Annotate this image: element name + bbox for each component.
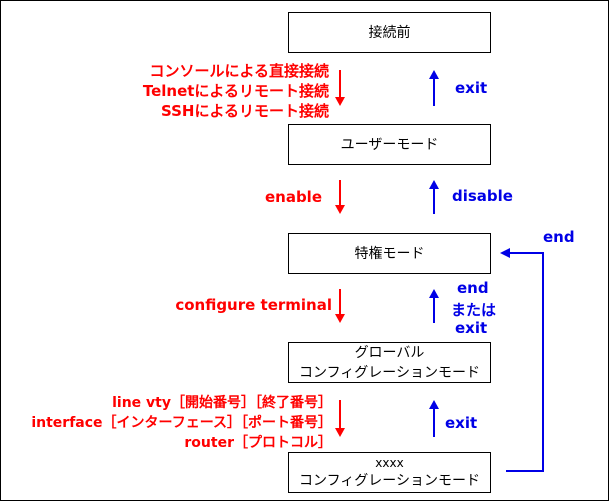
arrow-up-from-global (429, 289, 439, 323)
box-user-mode: ユーザーモード (288, 124, 491, 165)
label-exit-global: exit (455, 319, 488, 337)
box-global-config-line2: コンフィグレーションモード (298, 364, 481, 381)
label-disable: disable (452, 187, 513, 205)
arrow-down-to-privileged (335, 180, 345, 214)
box-global-config-line1: グローバル (354, 344, 425, 361)
box-xxxx-config-line1: xxxx (375, 455, 404, 470)
label-to-xxxx-1: line vty［開始番号］［終了番号］ (112, 395, 332, 411)
box-privileged-mode: 特権モード (288, 233, 491, 274)
box-xxxx-config-line2: コンフィグレーションモード (298, 472, 481, 489)
arrow-down-to-xxxx (335, 400, 345, 437)
label-exit-xxxx: exit (445, 414, 478, 432)
label-to-user-1: コンソールによる直接接続 (149, 62, 329, 80)
box-user-mode-label: ユーザーモード (340, 136, 439, 153)
arrow-up-from-xxxx (429, 400, 439, 437)
label-or-global: または (451, 301, 497, 319)
label-to-user-2: Telnetによるリモート接続 (142, 82, 329, 100)
arrow-up-from-privileged (429, 180, 439, 214)
label-enable: enable (264, 188, 322, 206)
box-pre-connect: 接続前 (288, 12, 491, 53)
box-privileged-mode-label: 特権モード (354, 245, 425, 262)
label-to-user-3: SSHによるリモート接続 (160, 102, 329, 120)
box-pre-connect-label: 接続前 (368, 24, 411, 41)
arrow-end-loop (500, 248, 544, 472)
arrow-up-from-user (429, 70, 439, 106)
box-global-config: グローバル コンフィグレーションモード (288, 342, 491, 383)
box-xxxx-config: xxxx コンフィグレーションモード (288, 452, 491, 493)
label-configure-terminal: configure terminal (175, 296, 332, 314)
label-to-xxxx-3: router［プロトコル］ (184, 435, 332, 451)
label-exit-user: exit (455, 79, 488, 97)
label-end-loop: end (543, 228, 575, 246)
label-end-global: end (457, 279, 489, 297)
arrow-down-to-user (335, 70, 345, 106)
arrow-down-to-global (335, 289, 345, 323)
label-to-xxxx-2: interface［インターフェース］［ポート番号］ (31, 415, 332, 431)
